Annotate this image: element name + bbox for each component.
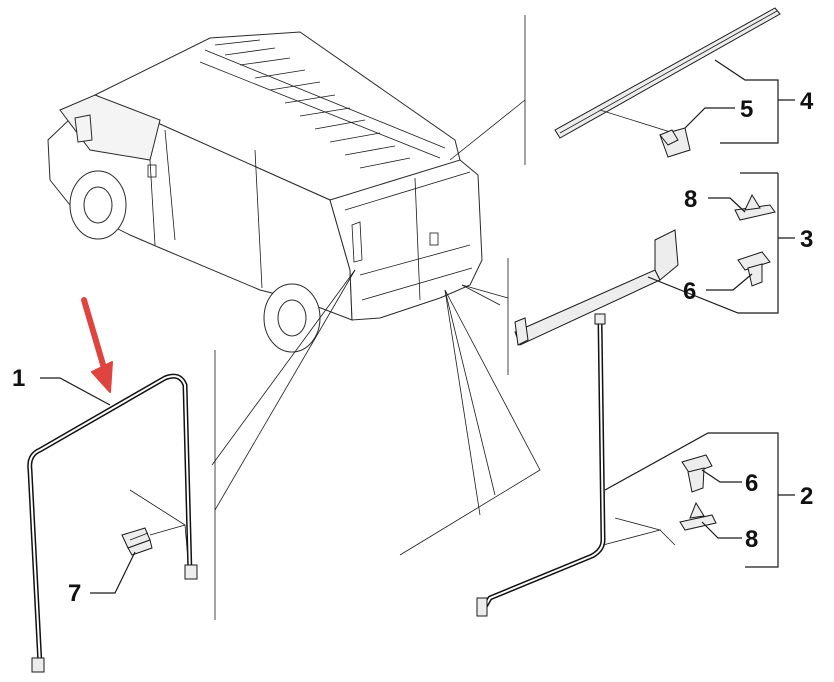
callout-8-lower: 8 <box>745 526 758 553</box>
callout-3: 3 <box>800 226 813 253</box>
callout-7: 7 <box>68 580 81 607</box>
part-4-roof-rail <box>554 7 781 139</box>
part-6-lower-clip <box>681 454 713 493</box>
leader-lines <box>40 59 795 594</box>
part-8-lower-clip <box>679 501 717 531</box>
callout-2: 2 <box>800 483 813 510</box>
part-7-push-clip <box>121 527 153 556</box>
part-6-upper-clip <box>737 251 771 287</box>
part-2-rear-door-seal <box>476 313 606 617</box>
callout-labels: 1 2 3 4 5 6 6 7 8 8 <box>12 88 814 607</box>
part-5-clip <box>659 127 691 158</box>
callout-6-lower: 6 <box>745 470 758 497</box>
part-8-upper-clip <box>734 193 776 221</box>
guide-lines <box>211 15 541 620</box>
red-down-arrow-icon <box>81 297 113 393</box>
part-3-sill-strip <box>514 229 679 346</box>
callout-1: 1 <box>12 365 25 392</box>
van-illustration <box>47 31 483 353</box>
callout-6-upper: 6 <box>683 278 696 305</box>
part-1-door-seal <box>27 373 198 673</box>
callout-4: 4 <box>800 88 814 115</box>
callout-8-upper: 8 <box>684 186 697 213</box>
callout-5: 5 <box>740 96 753 123</box>
